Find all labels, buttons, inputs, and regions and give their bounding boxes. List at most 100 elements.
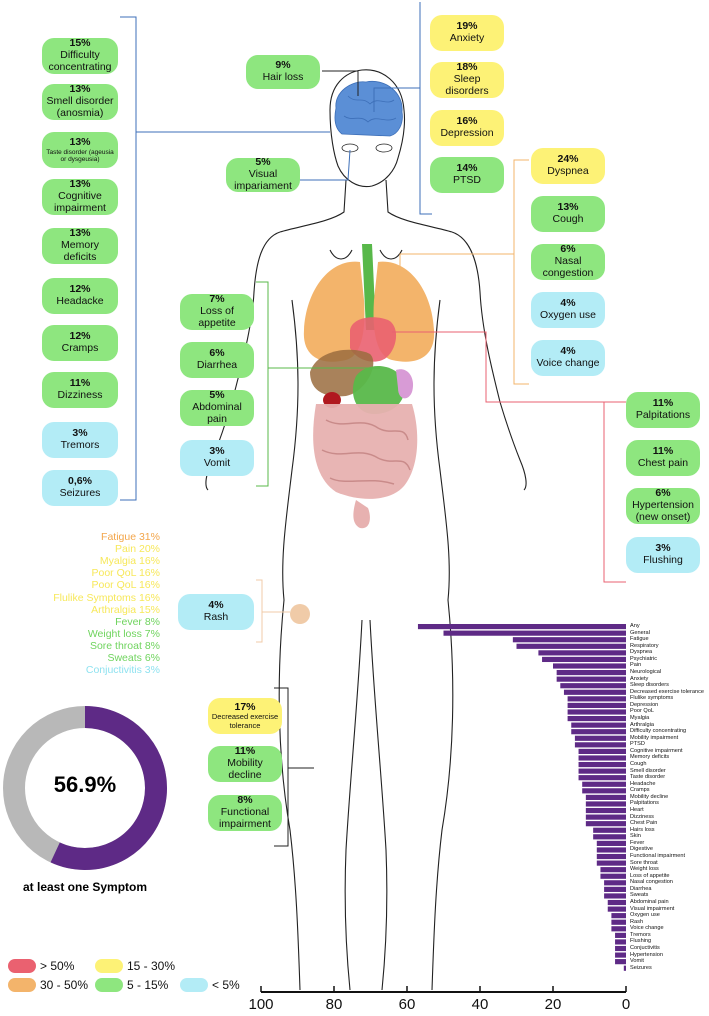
bar-label-heart: Heart xyxy=(630,806,644,813)
symptom-hair-loss: 9%Hair loss xyxy=(246,55,320,89)
symptom-loss-of-appetite-label: Loss of appetite xyxy=(198,305,236,329)
bar-label-taste-disorder: Taste disorder xyxy=(630,774,666,781)
x-axis-tick-label: 60 xyxy=(398,996,416,1013)
symptom-chest-pain-percent: 11% xyxy=(652,445,674,458)
symptom-hair-loss-percent: 9% xyxy=(275,59,291,72)
bar-label-respiratory: Respiratory xyxy=(630,642,659,649)
connectors xyxy=(120,2,626,847)
symptom-depression-label: Depression xyxy=(440,127,494,139)
bar-label-vomit: Vomit xyxy=(630,958,644,965)
donut-caption: at least one Symptom xyxy=(22,880,148,894)
bar-poor-qol xyxy=(567,709,626,715)
bar-label-hypertension: Hypertension xyxy=(630,951,663,958)
donut-value: 56.9% xyxy=(53,772,117,797)
bar-general xyxy=(443,630,626,636)
symptom-tremors-percent: 3% xyxy=(72,427,88,440)
symptom-cognitive-impairment-label: Cognitive impairment xyxy=(54,190,106,214)
bar-decreased-exercise-tolerance xyxy=(563,689,626,695)
symptom-oxygen-use-percent: 4% xyxy=(560,297,576,310)
organs xyxy=(290,80,435,624)
bar-loss-of-appetite xyxy=(600,873,626,879)
symptom-difficulty-concentrating-percent: 15% xyxy=(69,37,91,50)
bar-label-skin: Skin xyxy=(630,833,641,840)
symptom-vomit-percent: 3% xyxy=(209,445,225,458)
symptom-headacke-percent: 12% xyxy=(69,283,91,296)
bar-label-cramps: Cramps xyxy=(630,787,650,794)
bar-neurological xyxy=(556,669,626,676)
bar-chart xyxy=(417,624,626,971)
donut-value-arc xyxy=(50,706,167,870)
bar-label-diarrhea: Diarrhea xyxy=(630,885,652,892)
bar-label-general: General xyxy=(630,629,650,636)
symptom-cognitive-impairment-percent: 13% xyxy=(69,178,91,191)
bar-functional-impairment xyxy=(596,853,626,860)
bar-label-decreased-exercise-tolerance: Decreased exercise tolerance xyxy=(630,688,704,695)
symptom-cramps-label: Cramps xyxy=(61,342,99,354)
bar-voice-change xyxy=(611,926,626,932)
bar-label-tremors: Tremors xyxy=(630,931,651,938)
bar-label-oxygen-use: Oxygen use xyxy=(630,912,660,919)
symptom-cognitive-impairment: 13%Cognitive impairment xyxy=(42,179,118,215)
general-symptom-item: Poor QoL 16% xyxy=(91,567,161,580)
bar-label-dizziness: Dizziness xyxy=(630,813,654,820)
bar-dyspnea xyxy=(538,650,626,656)
symptom-ptsd: 14%PTSD xyxy=(430,157,504,193)
symptom-sleep-disorders: 18%Sleep disorders xyxy=(430,62,504,98)
bar-sore-throat xyxy=(596,860,626,866)
bar-label-sweats: Sweats xyxy=(630,892,649,899)
bar-diarrhea xyxy=(604,886,626,892)
bar-label-weight-loss: Weight loss xyxy=(630,866,659,873)
symptom-nasal-congestion: 6%Nasal congestion xyxy=(531,244,605,280)
bar-label-poor-qol: Poor QoL xyxy=(630,708,654,715)
bar-hairs-loss xyxy=(593,827,626,833)
general-symptom-item: Flulike Symptoms 16% xyxy=(53,591,160,604)
symptom-functional-impairment: 8%Functional impairment xyxy=(208,795,282,831)
legend-label: > 50% xyxy=(40,959,75,973)
bar-chart-axis xyxy=(260,986,627,993)
bar-skin xyxy=(593,834,626,840)
bar-label-cognitive-impairment: Cognitive impairment xyxy=(630,747,683,754)
bar-fatigue xyxy=(512,637,626,643)
bar-oxygen-use xyxy=(611,913,626,919)
symptom-hypertension-new-onset-percent: 6% xyxy=(655,487,671,500)
symptom-diarrhea-percent: 6% xyxy=(209,347,225,360)
legend-swatch xyxy=(8,978,36,992)
bar-label-voice-change: Voice change xyxy=(630,925,664,932)
symptom-oxygen-use-label: Oxygen use xyxy=(539,309,597,321)
symptom-mobility-decline: 11%Mobility decline xyxy=(208,746,282,782)
bar-label-ptsd: PTSD xyxy=(630,741,645,748)
bar-sleep-disorders xyxy=(560,683,626,689)
bar-label-nasal-congestion: Nasal congestion xyxy=(630,879,673,886)
symptom-ptsd-percent: 14% xyxy=(456,162,478,175)
symptom-memory-deficits-percent: 13% xyxy=(69,227,91,240)
bar-hypertension xyxy=(615,952,626,958)
bar-cognitive-impairment xyxy=(578,748,626,754)
legend-swatch xyxy=(180,978,208,992)
symptom-taste-disorder-ageusia-or-dysgeusia-label: Taste disorder (ageusia or dysgeusia) xyxy=(46,148,114,163)
bar-memory-deficits xyxy=(578,755,626,761)
x-axis-tick-label: 100 xyxy=(248,996,274,1013)
symptom-nasal-congestion-percent: 6% xyxy=(560,243,576,256)
general-symptom-item: Myalgia 16% xyxy=(99,555,160,568)
symptom-decreased-exercise-tolerance-percent: 17% xyxy=(234,700,256,713)
bar-cough xyxy=(578,761,626,768)
symptom-sleep-disorders-percent: 18% xyxy=(456,61,478,74)
symptom-flushing-label: Flushing xyxy=(643,554,683,566)
bar-pain xyxy=(553,663,626,669)
symptom-seizures-percent: 0,6% xyxy=(68,475,92,488)
symptom-mobility-decline-percent: 11% xyxy=(234,745,256,758)
bar-label-anxiety: Anxiety xyxy=(630,675,649,682)
bar-flushing xyxy=(615,939,626,945)
bar-label-mobility-decline: Mobility decline xyxy=(630,793,669,800)
bar-label-flulike-symptoms: Flulike symptoms xyxy=(630,695,674,702)
symptom-sleep-disorders-label: Sleep disorders xyxy=(445,73,489,97)
bar-label-hairs-loss: Hairs loss xyxy=(630,826,655,833)
general-symptom-item: Conjuctivitis 3% xyxy=(85,664,160,677)
symptom-tremors-label: Tremors xyxy=(60,439,100,451)
bar-label-sleep-disorders: Sleep disorders xyxy=(630,682,669,689)
symptom-decreased-exercise-tolerance-label: Decreased exercise tolerance xyxy=(211,712,279,730)
symptom-oxygen-use: 4%Oxygen use xyxy=(531,292,605,328)
legend-label: 15 - 30% xyxy=(127,959,176,973)
legend-swatch xyxy=(8,959,36,973)
symptom-dyspnea: 24%Dyspnea xyxy=(531,148,605,184)
